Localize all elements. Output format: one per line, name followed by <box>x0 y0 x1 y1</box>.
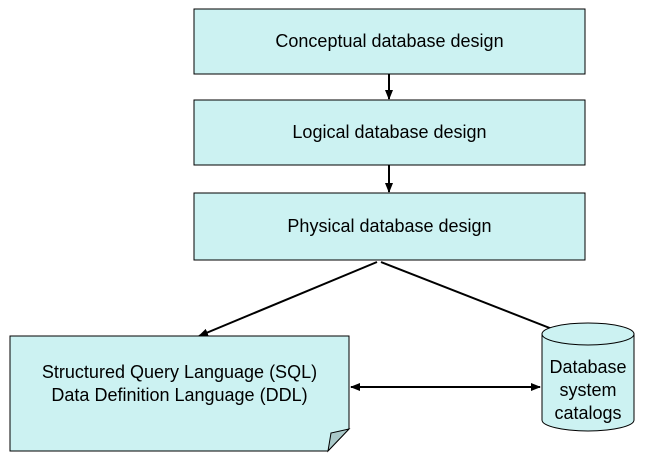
catalog-line-2: system <box>559 379 617 400</box>
catalog-cylinder-top <box>541 322 635 346</box>
arrow-physical-to-ddl <box>198 261 378 337</box>
document-line-ddl: Data Definition Language (DDL) <box>51 385 308 405</box>
physical-design-label: Physical database design <box>287 216 492 236</box>
catalog-label: Database system catalogs <box>542 352 634 428</box>
ddl-document-label: Structured Query Language (SQL) Data Def… <box>10 340 349 428</box>
document-fold-icon <box>327 428 351 453</box>
catalog-line-3: catalogs <box>554 402 622 423</box>
conceptual-design-box <box>193 8 586 75</box>
conceptual-design-label: Conceptual database design <box>275 31 504 51</box>
physical-design-box <box>193 192 586 261</box>
catalog-line-1: Database <box>549 356 627 377</box>
logical-design-label: Logical database design <box>292 122 487 142</box>
document-line-sql: Structured Query Language (SQL) <box>41 362 318 382</box>
logical-design-box <box>193 99 586 166</box>
catalog-cylinder-body <box>541 334 635 432</box>
